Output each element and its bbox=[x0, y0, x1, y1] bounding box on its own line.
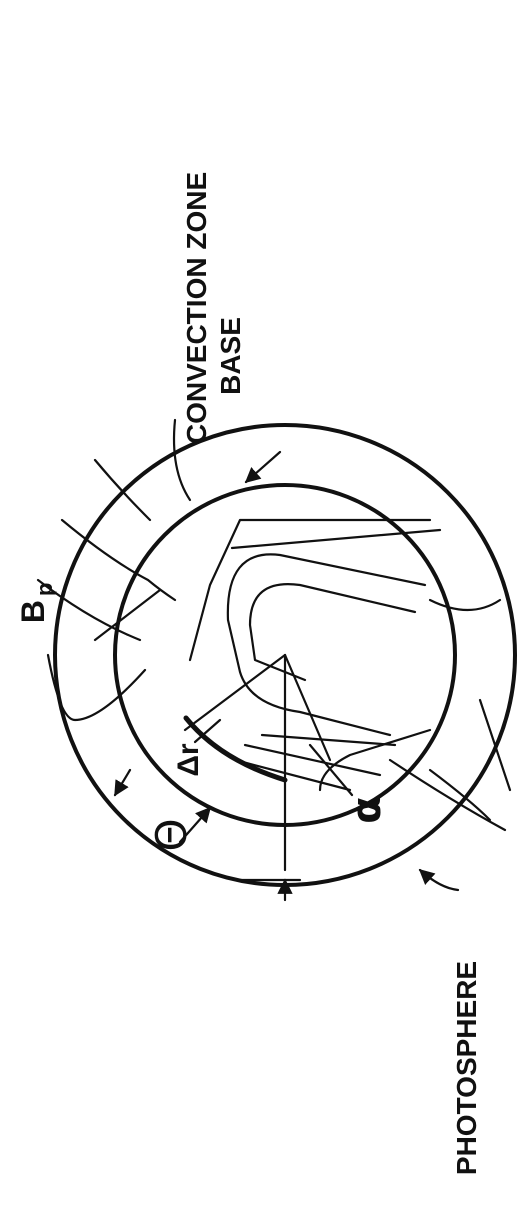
field-line-lower-1 bbox=[262, 735, 395, 745]
bp-label: B p bbox=[15, 583, 57, 624]
emerging-line-lower-1 bbox=[430, 600, 500, 610]
field-loop-middle bbox=[228, 554, 425, 735]
field-line-lower-4 bbox=[320, 730, 430, 790]
alpha-symbol: α bbox=[344, 796, 390, 823]
emerging-field-lines-lower bbox=[390, 600, 510, 830]
dimension-line-left bbox=[95, 590, 160, 640]
field-loop-inner bbox=[250, 584, 415, 680]
leader-lines bbox=[48, 452, 458, 890]
theta-symbol: Θ bbox=[147, 818, 196, 851]
emerging-line-upper-1 bbox=[62, 520, 175, 600]
alpha-angle-line bbox=[285, 655, 330, 760]
alpha-leader bbox=[310, 745, 352, 795]
delta-r-label: Δr bbox=[172, 743, 205, 777]
convection-zone-base-label: BASE bbox=[215, 317, 246, 395]
angle-construction bbox=[185, 655, 330, 870]
convection-zone-leader bbox=[246, 452, 280, 482]
photosphere-label: PHOTOSPHERE bbox=[451, 961, 482, 1175]
dimension-arrow-left bbox=[115, 770, 130, 795]
photosphere-leader bbox=[420, 870, 458, 890]
bp-label-sub: p bbox=[32, 583, 57, 596]
bp-label-main: B bbox=[15, 600, 51, 623]
theta-angle-line-1 bbox=[185, 655, 285, 730]
convection-zone-label: CONVECTION ZONE bbox=[181, 172, 212, 444]
